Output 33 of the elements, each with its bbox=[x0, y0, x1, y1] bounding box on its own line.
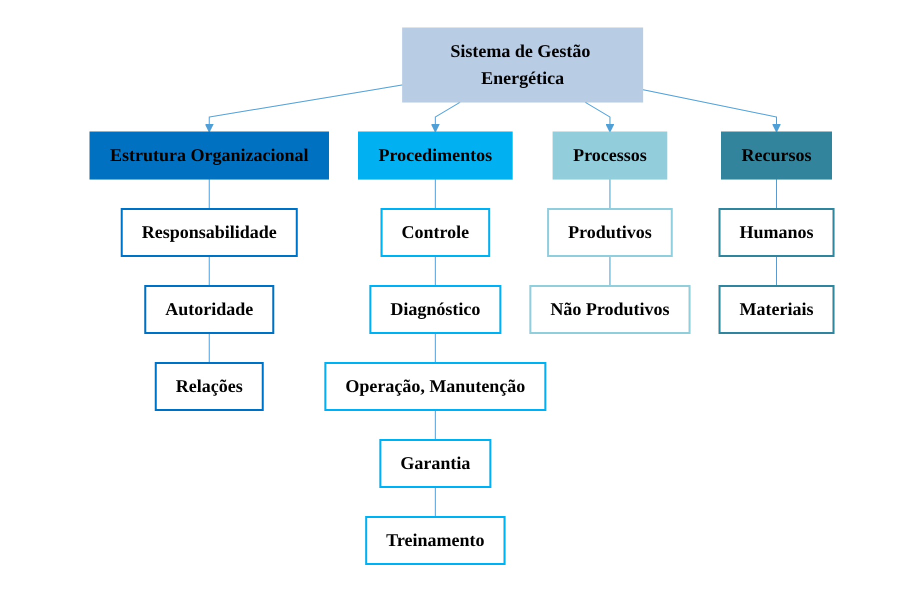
node-box: Diagnóstico bbox=[369, 285, 502, 334]
node-box: Controle bbox=[380, 208, 490, 257]
connector bbox=[434, 486, 436, 518]
node-box: Responsabilidade bbox=[120, 208, 298, 257]
connector bbox=[434, 178, 436, 210]
node-box: Relações bbox=[154, 362, 264, 411]
node-box: Treinamento bbox=[364, 516, 506, 565]
connector bbox=[434, 256, 436, 286]
connector bbox=[208, 178, 210, 210]
connector bbox=[776, 178, 777, 210]
connector bbox=[434, 410, 436, 440]
connector bbox=[434, 332, 436, 364]
node-box: Produtivos bbox=[546, 208, 672, 257]
node-box: Procedimentos bbox=[358, 132, 512, 180]
arrow bbox=[204, 84, 403, 132]
node-box: Autoridade bbox=[144, 285, 274, 334]
node-box: Recursos bbox=[720, 132, 832, 180]
arrow bbox=[584, 102, 614, 132]
node-box: Sistema de Gestão Energética bbox=[402, 28, 643, 102]
connector bbox=[208, 256, 210, 286]
node-box: Materiais bbox=[718, 285, 834, 334]
connector bbox=[609, 256, 610, 286]
connector bbox=[776, 256, 777, 286]
node-box: Humanos bbox=[718, 208, 834, 257]
connector bbox=[609, 178, 610, 210]
node-box: Processos bbox=[552, 132, 667, 180]
node-box: Garantia bbox=[379, 439, 492, 488]
node-box: Não Produtivos bbox=[529, 285, 690, 334]
node-box: Estrutura Organizacional bbox=[89, 132, 329, 180]
connector bbox=[208, 332, 210, 364]
arrow bbox=[642, 89, 781, 132]
node-box: Operação, Manutenção bbox=[324, 362, 546, 411]
arrow bbox=[430, 102, 461, 132]
